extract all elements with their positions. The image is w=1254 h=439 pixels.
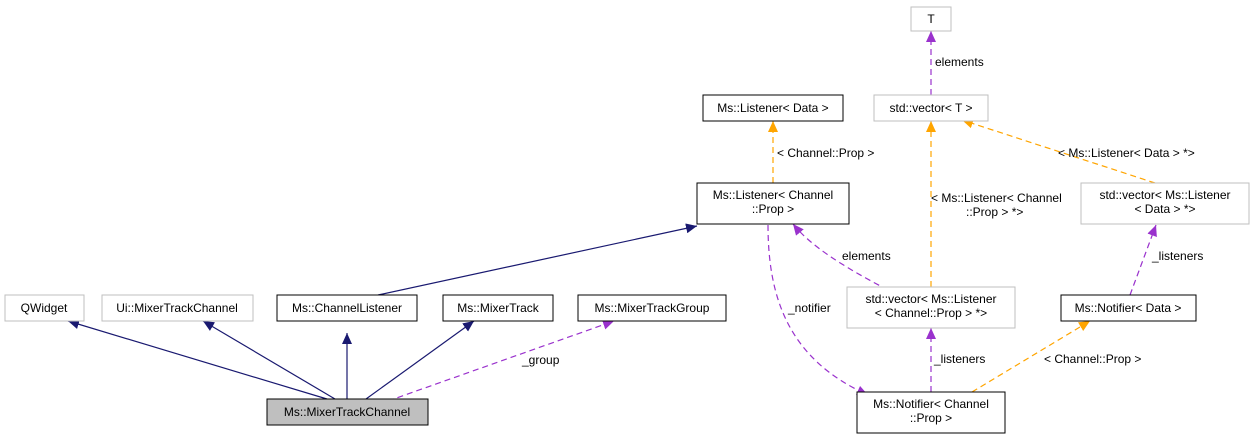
edge-usage-listeners-right — [1129, 224, 1157, 296]
node-ui-mixer-track-channel[interactable]: Ui::MixerTrackChannel — [101, 294, 254, 322]
edge-inherit-listener-channel-prop — [377, 223, 698, 296]
edge-label-elements-mid: elements — [842, 249, 891, 263]
node-notifier-data-label: Ms::Notifier< Data > — [1075, 301, 1182, 315]
node-mixer-track-channel-label: Ms::MixerTrackChannel — [284, 405, 410, 419]
edge-template-vector-listener-data — [961, 118, 1156, 184]
node-vector-listener-channel-prop[interactable]: std::vector< Ms::Listener< Channel::Prop… — [846, 286, 1016, 329]
node-mixer-track-group-label: Ms::MixerTrackGroup — [595, 301, 710, 315]
node-listener-channel-prop[interactable]: Ms::Listener< Channel::Prop > — [696, 182, 850, 225]
node-ui-mixer-track-channel-label: Ui::MixerTrackChannel — [116, 301, 238, 315]
node-notifier-channel-prop-label: Ms::Notifier< Channel::Prop > — [873, 397, 989, 425]
node-channel-listener[interactable]: Ms::ChannelListener — [276, 294, 418, 322]
edge-label-listeners-right: _listeners — [1151, 249, 1203, 263]
node-mixer-track-channel[interactable]: Ms::MixerTrackChannel — [266, 398, 429, 426]
edge-label-channel-prop-2: < Channel::Prop > — [1044, 352, 1141, 366]
node-listener-data[interactable]: Ms::Listener< Data > — [702, 94, 844, 122]
edge-label-group: _group — [521, 353, 560, 367]
edge-label-notifier: _notifier — [787, 301, 831, 315]
edge-label-listener-data-ptr: < Ms::Listener< Data > *> — [1058, 146, 1195, 160]
edge-template-notifier-data — [971, 320, 1091, 393]
node-vector-t[interactable]: std::vector< T > — [873, 94, 989, 122]
node-channel-listener-label: Ms::ChannelListener — [292, 301, 402, 315]
edge-label-listeners-mid: _listeners — [933, 352, 985, 366]
node-notifier-data[interactable]: Ms::Notifier< Data > — [1060, 294, 1197, 322]
edge-label-listener-channel-prop-ptr: < Ms::Listener< Channel::Prop > *> — [931, 191, 1062, 219]
node-vector-t-label: std::vector< T > — [890, 101, 973, 115]
node-qwidget-label: QWidget — [21, 301, 68, 315]
edge-inherit-ui-mixer-track-channel — [202, 320, 336, 400]
node-notifier-channel-prop[interactable]: Ms::Notifier< Channel::Prop > — [856, 391, 1006, 434]
edge-label-elements-top: elements — [935, 55, 984, 69]
node-listener-data-label: Ms::Listener< Data > — [717, 101, 828, 115]
node-mixer-track[interactable]: Ms::MixerTrack — [442, 294, 554, 322]
node-vector-listener-channel-prop-label: std::vector< Ms::Listener< Channel::Prop… — [865, 292, 996, 320]
edge-usage-notifier — [767, 224, 869, 396]
node-mixer-track-label: Ms::MixerTrack — [457, 301, 540, 315]
edge-label-channel-prop-1: < Channel::Prop > — [777, 146, 874, 160]
node-vector-listener-data[interactable]: std::vector< Ms::Listener< Data > *> — [1080, 182, 1250, 225]
node-vector-listener-data-label: std::vector< Ms::Listener< Data > *> — [1099, 188, 1230, 216]
node-t[interactable]: T — [910, 6, 952, 32]
edge-usage-group — [387, 319, 615, 402]
node-mixer-track-group[interactable]: Ms::MixerTrackGroup — [577, 294, 727, 322]
edge-inherit-qwidget — [67, 319, 328, 400]
node-t-label: T — [927, 12, 935, 26]
node-qwidget[interactable]: QWidget — [4, 294, 85, 322]
node-listener-channel-prop-label: Ms::Listener< Channel::Prop > — [713, 188, 833, 216]
edge-inherit-mixer-track — [365, 320, 475, 400]
